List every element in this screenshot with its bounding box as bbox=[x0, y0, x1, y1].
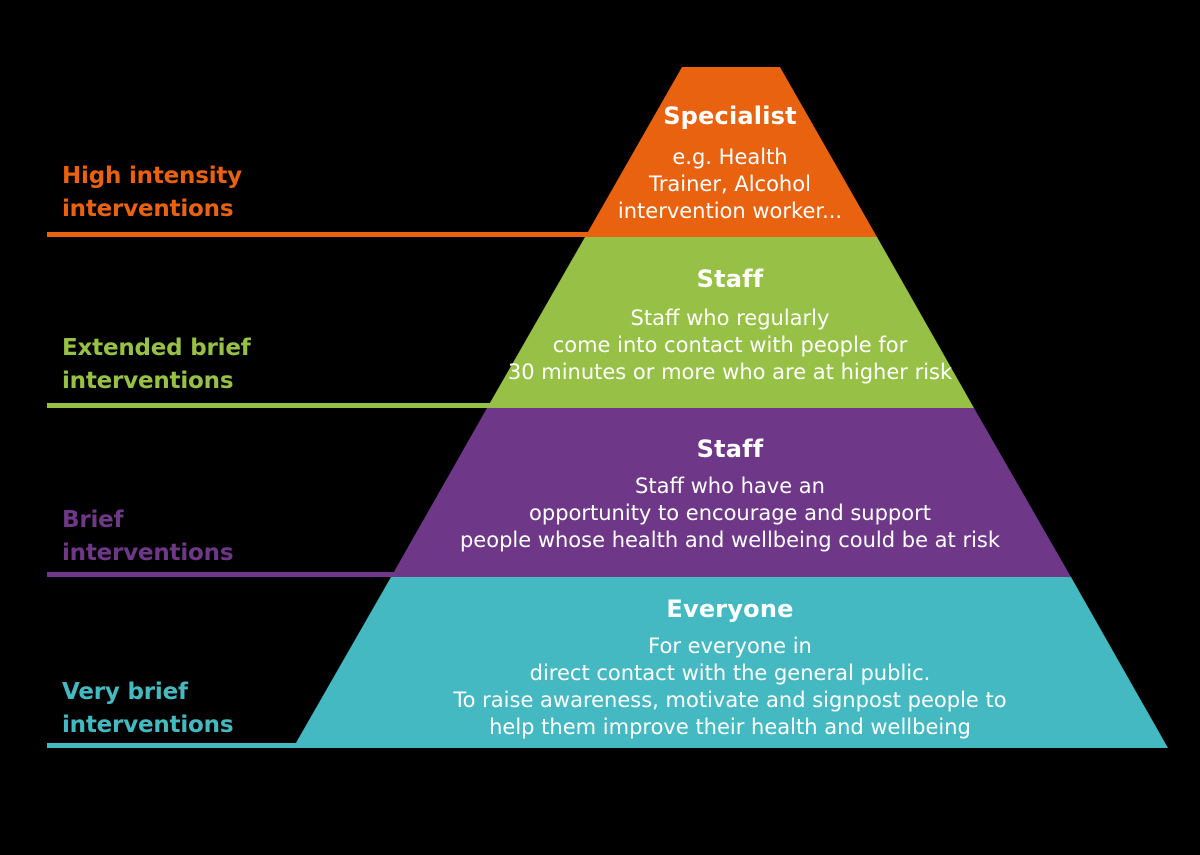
pyramid-band-staff-brief bbox=[391, 408, 1071, 577]
level-body-staff-brief: Staff who have an opportunity to encoura… bbox=[230, 473, 1200, 554]
level-body-line: people whose health and wellbeing could … bbox=[459, 528, 1001, 552]
level-body-staff-extended: Staff who regularly come into contact wi… bbox=[230, 305, 1200, 386]
level-body-everyone: For everyone in direct contact with the … bbox=[230, 633, 1200, 741]
level-body-line: Staff who have an bbox=[635, 474, 825, 498]
level-body-line: To raise awareness, motivate and signpos… bbox=[453, 688, 1007, 712]
side-label-rule-brief bbox=[47, 572, 400, 577]
pyramid-band-everyone bbox=[293, 577, 1168, 748]
level-body-line: direct contact with the general public. bbox=[529, 661, 931, 685]
side-label-line: interventions bbox=[62, 196, 234, 222]
level-heading-staff-extended: Staff bbox=[696, 265, 764, 293]
level-body-line: opportunity to encourage and support bbox=[529, 501, 931, 525]
side-label-line: Brief bbox=[62, 507, 124, 533]
side-label-line: interventions bbox=[62, 368, 234, 394]
level-heading-everyone: Everyone bbox=[666, 595, 794, 623]
side-label-rule-very-brief bbox=[47, 743, 303, 748]
level-body-line: 30 minutes or more who are at higher ris… bbox=[507, 360, 953, 384]
level-body-line: intervention worker... bbox=[617, 199, 843, 223]
side-label-line: High intensity bbox=[62, 163, 242, 189]
level-body-line: come into contact with people for bbox=[552, 333, 908, 357]
level-body-line: help them improve their health and wellb… bbox=[489, 715, 971, 739]
side-label-high-intensity: High intensity interventions bbox=[62, 160, 242, 226]
level-body-line: For everyone in bbox=[648, 634, 812, 658]
side-label-very-brief: Very brief interventions bbox=[62, 676, 234, 742]
level-heading-specialist: Specialist bbox=[663, 102, 797, 130]
level-body-line: Trainer, Alcohol bbox=[649, 172, 811, 196]
side-label-line: Extended brief bbox=[62, 335, 251, 361]
side-label-brief: Brief interventions bbox=[62, 504, 234, 570]
level-heading-staff-brief: Staff bbox=[696, 435, 764, 463]
side-label-line: Very brief bbox=[62, 679, 188, 705]
side-label-line: interventions bbox=[62, 712, 234, 738]
side-label-line: interventions bbox=[62, 540, 234, 566]
level-body-line: Staff who regularly bbox=[630, 306, 830, 330]
level-body-specialist: e.g. Health Trainer, Alcohol interventio… bbox=[230, 144, 1200, 225]
side-label-rule-extended-brief bbox=[47, 403, 498, 408]
side-label-extended-brief: Extended brief interventions bbox=[62, 332, 251, 398]
level-body-line: e.g. Health bbox=[672, 145, 788, 169]
side-label-rule-high-intensity bbox=[47, 232, 595, 237]
